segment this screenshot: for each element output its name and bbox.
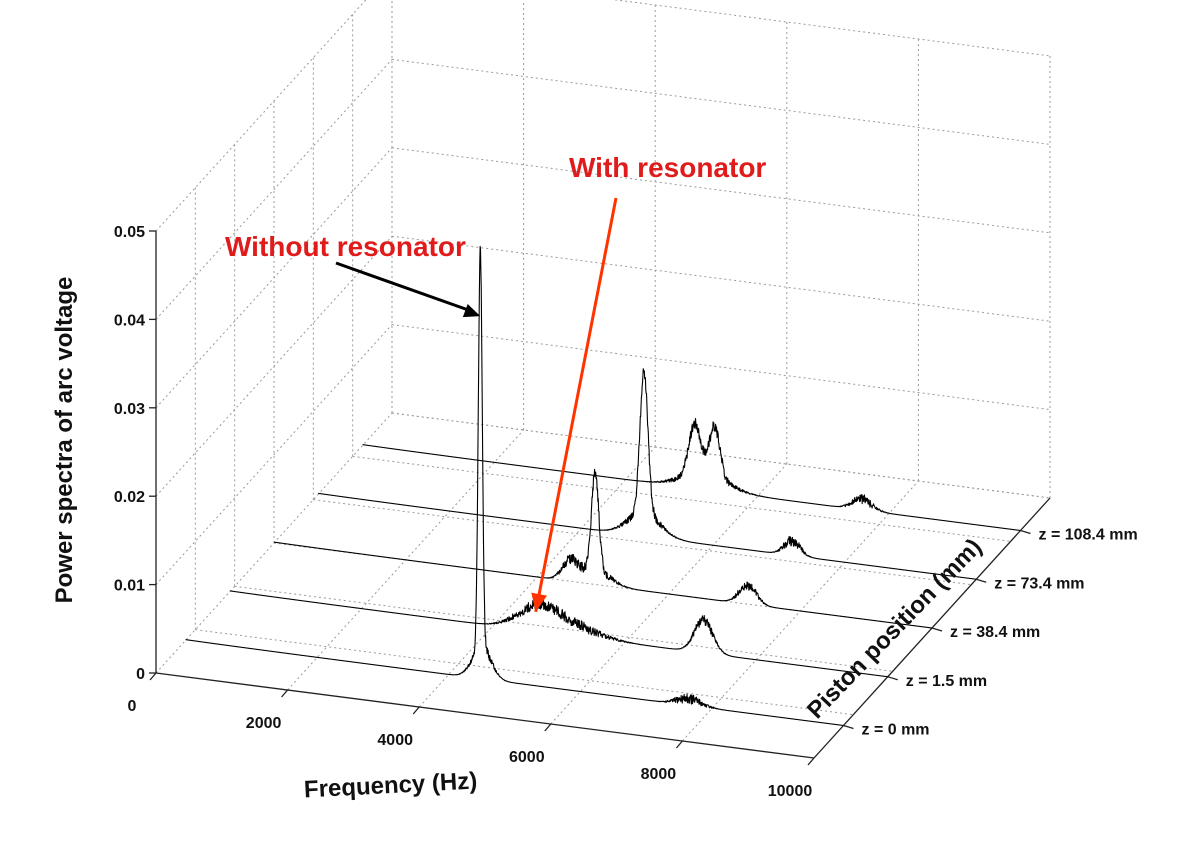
depth-tick-label: z = 0 mm (862, 722, 930, 739)
z-axis-label: Power spectra of arc voltage (51, 277, 78, 604)
grid-line-side-horizontal (155, 324, 393, 585)
x-tick-label: 6000 (509, 749, 545, 766)
depth-tick-mark (976, 578, 987, 583)
spectra-series (185, 245, 1021, 727)
annotations: Without resonator With resonator (225, 152, 766, 613)
z-tick-label: 0.04 (114, 312, 145, 329)
x-tick-mark (149, 672, 157, 681)
depth-tick-label: z = 38.4 mm (950, 624, 1040, 641)
x-axis-label: Frequency (Hz) (303, 767, 478, 803)
z-tick-label: 0.01 (114, 578, 145, 595)
spectrum-series-line (362, 418, 1021, 532)
depth-tick-mark (887, 676, 898, 681)
x-axis-line (155, 672, 815, 759)
annotation-without-resonator: Without resonator (225, 231, 466, 262)
depth-tick-label: z = 73.4 mm (994, 575, 1084, 592)
grid-line-back-horizontal (391, 58, 1051, 145)
x-tick-mark (807, 757, 815, 766)
grid-line-floor-freq (313, 499, 972, 586)
x-tick-label: 2000 (246, 715, 282, 732)
depth-tick-mark (1020, 529, 1031, 535)
x-tick-label: 10000 (768, 783, 813, 800)
spectrum-series-line (185, 245, 844, 727)
x-tick-mark (412, 706, 420, 715)
x-tick-label: 8000 (641, 766, 677, 783)
depth-tick-mark (843, 724, 854, 730)
grid-line-back-horizontal (391, 147, 1051, 234)
annotation-arrow-with-resonator (531, 197, 618, 613)
spectrum-series-line (318, 368, 977, 580)
x-tick-mark (675, 740, 683, 749)
depth-tick-mark (931, 627, 943, 632)
grid-line-floor-freq (352, 455, 1011, 542)
grid-line-back-horizontal (612, 0, 1051, 57)
grid-line-back-horizontal (391, 324, 1051, 411)
z-tick-label: 0.03 (114, 401, 145, 418)
grid-line-back-horizontal (391, 235, 1051, 322)
tick-labels: 0 0.01 0.02 0.03 0.04 0.05 0 2000 4000 6000 8000 10… (114, 224, 1138, 800)
grid-line-floor-freq (195, 629, 854, 716)
x-tick-mark (544, 723, 552, 732)
depth-tick-label: z = 1.5 mm (906, 673, 987, 690)
x-tick-label: 4000 (377, 732, 413, 749)
x-tick-mark (281, 689, 289, 698)
z-tick-label: 0.05 (114, 224, 145, 241)
spectrum-series-line (273, 468, 933, 629)
z-tick-label: 0.02 (114, 489, 145, 506)
grid-line-side-horizontal (155, 59, 393, 320)
grid-lines (155, 0, 1051, 759)
axis-labels: Frequency (Hz) Power spectra of arc volt… (51, 277, 987, 804)
annotation-arrow-without-resonator (335, 261, 481, 318)
annotation-with-resonator: With resonator (569, 152, 766, 183)
z-tick-label: 0 (136, 666, 145, 683)
grid-line-floor-freq (234, 585, 893, 672)
depth-tick-label: z = 108.4 mm (1039, 527, 1138, 544)
spectrum-series-line (229, 590, 888, 678)
x-tick-label: 0 (128, 698, 137, 715)
